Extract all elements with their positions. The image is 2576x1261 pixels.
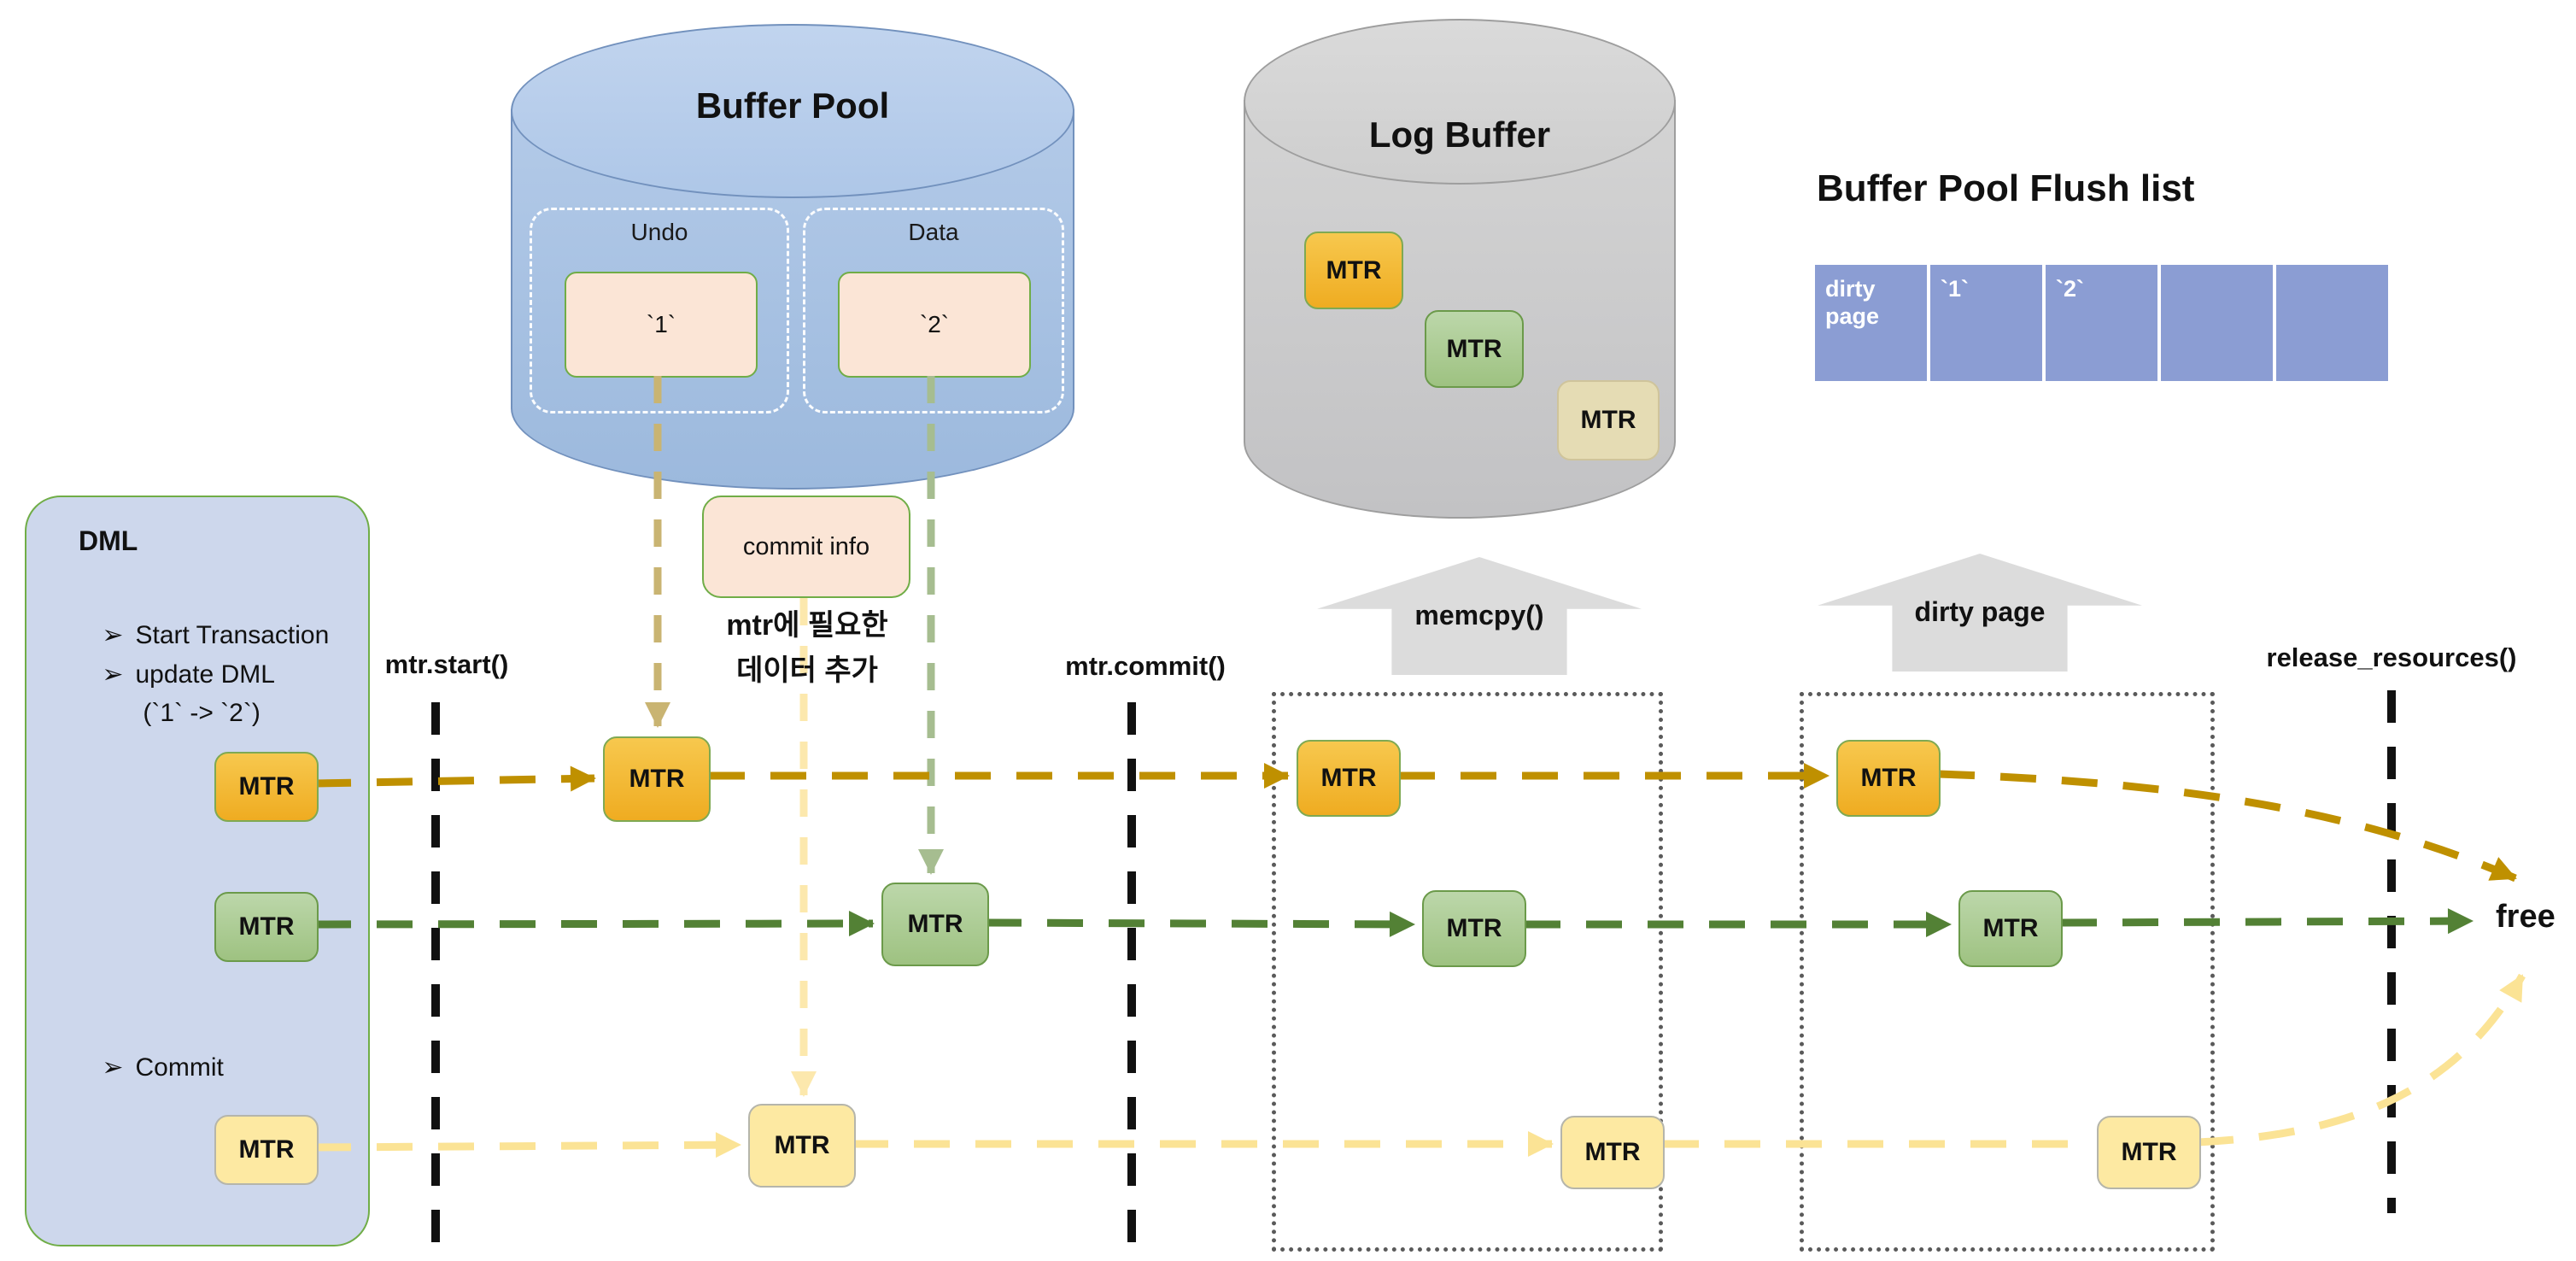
log-buffer-mtr-orange: MTR [1304, 232, 1403, 309]
flush-cell-empty-1 [2161, 265, 2273, 381]
mtr-note-line1: mtr에 필요한 [726, 609, 888, 642]
undo-page-1: `1` [565, 272, 758, 378]
mtr-chip-orange-dml: MTR [214, 752, 319, 822]
undo-section-label: Undo [630, 219, 688, 245]
mtr-note: mtr에 필요한 데이터 추가 [675, 603, 940, 693]
flush-list-table: dirty page `1` `2` [1815, 265, 2388, 381]
mtr-chip-yellow-flush: MTR [2097, 1116, 2201, 1189]
memcpy-arrow: memcpy() [1317, 557, 1642, 675]
data-section: Data `2` [803, 208, 1064, 413]
dml-title: DML [79, 525, 138, 556]
mtr-chip-orange-start: MTR [603, 736, 711, 822]
log-buffer-mtr-green: MTR [1425, 310, 1524, 388]
dml-item-text: (`1` -> `2`) [143, 699, 261, 727]
flush-cell-empty-2 [2276, 265, 2388, 381]
mtr-chip-orange-logbuf: MTR [1297, 740, 1401, 817]
mtr-chip-green-logbuf: MTR [1422, 890, 1526, 967]
flush-cell-1: `1` [1930, 265, 2042, 381]
dml-item-text: Start Transaction [135, 621, 330, 649]
mtr-chip-orange-flush: MTR [1836, 740, 1941, 817]
dml-item-update-detail: (`1` -> `2`) [114, 670, 261, 757]
mtr-chip-yellow-dml: MTR [214, 1115, 319, 1185]
bullet-arrow-icon: ➢ [102, 1053, 124, 1082]
log-buffer-mtr-tan: MTR [1557, 380, 1660, 460]
mtr-start-label: mtr.start() [384, 649, 509, 679]
mtr-commit-label: mtr.commit() [1065, 651, 1226, 681]
memcpy-label: memcpy() [1414, 599, 1544, 630]
dml-item-update-dml: ➢ update DML [73, 630, 275, 718]
dml-item-text: update DML [135, 660, 275, 689]
log-buffer-title: Log Buffer [1368, 114, 1551, 155]
dirty-page-label: dirty page [1914, 595, 2046, 627]
undo-section: Undo `1` [530, 208, 789, 413]
dml-item-commit: ➢ Commit [73, 1023, 224, 1111]
bullet-arrow-icon: ➢ [102, 660, 124, 689]
commit-info-box: commit info [702, 496, 910, 598]
dml-item-start-transaction: ➢ Start Transaction [73, 591, 329, 679]
free-label: free [2496, 899, 2556, 935]
mtr-chip-green-flush: MTR [1958, 890, 2063, 967]
data-section-label: Data [908, 219, 959, 245]
bullet-arrow-icon: ➢ [102, 621, 124, 649]
release-resources-label: release_resources() [2266, 642, 2517, 672]
flush-list-title: Buffer Pool Flush list [1817, 167, 2195, 209]
dml-item-text: Commit [135, 1053, 224, 1082]
flush-cell-2: `2` [2046, 265, 2157, 381]
buffer-pool-cylinder: Buffer Pool Undo `1` Data `2` [511, 24, 1074, 490]
flush-cell-dirty-page: dirty page [1815, 265, 1927, 381]
mtr-chip-green-dml: MTR [214, 892, 319, 962]
buffer-pool-cylinder-top [511, 24, 1074, 198]
flush-stage-box [1800, 692, 2215, 1252]
log-buffer-cylinder-top [1244, 19, 1676, 185]
mtr-chip-yellow-logbuf: MTR [1560, 1116, 1665, 1189]
log-buffer-stage-box [1272, 692, 1663, 1252]
mtr-chip-yellow-start: MTR [748, 1104, 856, 1188]
mtr-note-line2: 데이터 추가 [736, 654, 878, 687]
data-page-2: `2` [838, 272, 1031, 378]
dirty-page-arrow: dirty page [1818, 554, 2142, 672]
buffer-pool-title: Buffer Pool [695, 85, 890, 126]
mtr-chip-green-mid: MTR [881, 883, 989, 966]
